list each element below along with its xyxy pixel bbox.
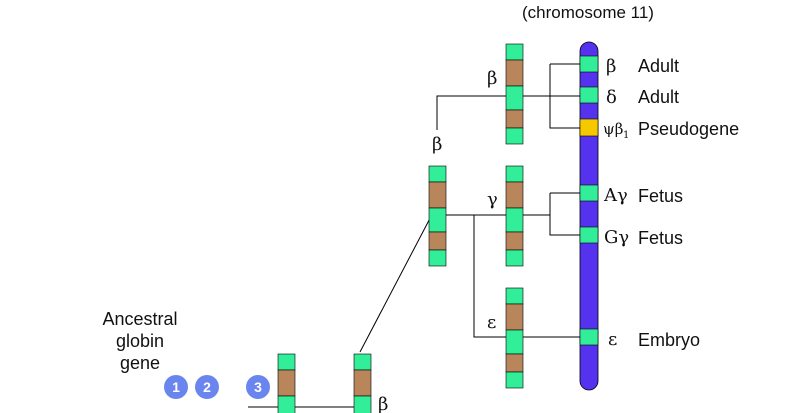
svg-text:ε: ε bbox=[608, 329, 617, 350]
svg-text:1: 1 bbox=[623, 130, 629, 141]
chromosome-gene-epsilon: ε Embryo bbox=[608, 329, 700, 350]
chromosome-gene-g-gamma: Gγ Fetus bbox=[604, 227, 683, 248]
svg-text:2: 2 bbox=[203, 379, 211, 395]
gene-beta-mid bbox=[428, 165, 447, 267]
chromosome-11 bbox=[579, 41, 599, 391]
step-badge-1: 1 bbox=[164, 375, 188, 399]
chromosome-band-delta bbox=[579, 86, 599, 104]
ancestral-label-line1: Ancestral bbox=[102, 309, 177, 329]
chromosome-gene-pseudogene: ψβ 1 Pseudogene bbox=[603, 119, 739, 141]
svg-text:Aγ: Aγ bbox=[603, 185, 628, 206]
label-gamma: γ bbox=[487, 189, 498, 210]
chromosome-title: (chromosome 11) bbox=[522, 3, 654, 22]
step-badge-3: 3 bbox=[246, 375, 270, 399]
svg-text:δ: δ bbox=[606, 87, 617, 108]
chromosome-gene-beta: β Adult bbox=[606, 56, 679, 77]
chromosome-band-a-gamma bbox=[579, 184, 599, 202]
gene-gamma bbox=[505, 165, 524, 267]
svg-text:Adult: Adult bbox=[638, 87, 679, 107]
chromosome-band-beta bbox=[579, 55, 599, 73]
svg-text:Gγ: Gγ bbox=[604, 227, 629, 248]
svg-text:ψβ: ψβ bbox=[603, 120, 623, 138]
svg-text:β: β bbox=[606, 56, 616, 77]
svg-text:Adult: Adult bbox=[638, 56, 679, 76]
svg-text:Embryo: Embryo bbox=[638, 330, 700, 350]
label-beta-top: β bbox=[487, 68, 497, 89]
chromosome-band-g-gamma bbox=[579, 226, 599, 244]
step-badge-2: 2 bbox=[195, 375, 219, 399]
svg-text:Pseudogene: Pseudogene bbox=[638, 119, 739, 139]
label-beta-bottom: β bbox=[378, 394, 388, 413]
gene-beta-top bbox=[505, 43, 524, 145]
svg-text:Fetus: Fetus bbox=[638, 186, 683, 206]
ancestral-label-line3: gene bbox=[120, 353, 160, 373]
chromosome-gene-a-gamma: Aγ Fetus bbox=[603, 185, 683, 206]
chromosome-band-pseudogene bbox=[579, 118, 599, 137]
label-beta-mid: β bbox=[432, 134, 442, 155]
connector-lines bbox=[248, 63, 580, 408]
gene-epsilon bbox=[505, 287, 524, 389]
gene-beta-bottom bbox=[353, 353, 372, 413]
label-epsilon: ε bbox=[487, 312, 496, 333]
chromosome-band-epsilon bbox=[579, 328, 599, 346]
ancestral-label-line2: globin bbox=[116, 331, 164, 351]
svg-text:Fetus: Fetus bbox=[638, 228, 683, 248]
gene-ancestral-left bbox=[277, 353, 296, 413]
svg-text:3: 3 bbox=[254, 379, 262, 395]
chromosome-gene-delta: δ Adult bbox=[606, 87, 679, 108]
svg-text:1: 1 bbox=[172, 379, 180, 395]
